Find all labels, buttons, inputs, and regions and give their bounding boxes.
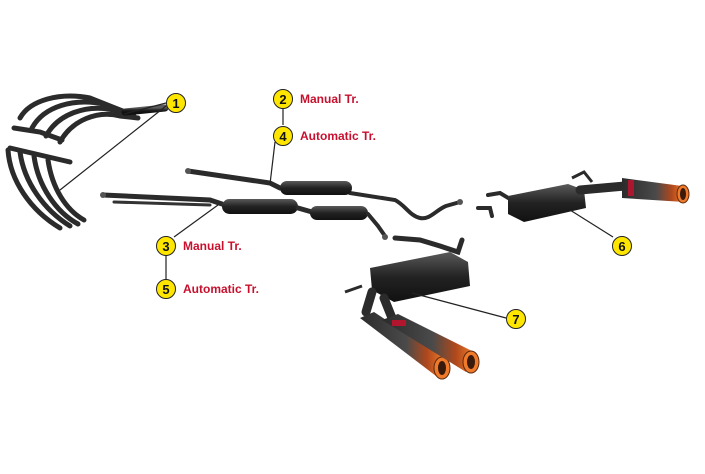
callout-2-badge: 2: [273, 89, 293, 109]
callout-1-leaders: [59, 102, 167, 191]
callout-6: 6: [612, 236, 632, 256]
callout-3: 3 Manual Tr.: [156, 236, 242, 256]
callout-7: 7: [506, 309, 526, 329]
callout-4: 4 Automatic Tr.: [273, 126, 376, 146]
callout-7-badge: 7: [506, 309, 526, 329]
callout-1: 1: [166, 93, 186, 113]
callout-6-leader: [569, 209, 614, 238]
callout-5-badge: 5: [156, 279, 176, 299]
callout-3-badge: 3: [156, 236, 176, 256]
callout-6-badge: 6: [612, 236, 632, 256]
callout-3-label: Manual Tr.: [183, 239, 242, 253]
header-manifolds: [5, 93, 169, 231]
callout-1-badge: 1: [166, 93, 186, 113]
callout-5: 5 Automatic Tr.: [156, 279, 259, 299]
rear-muffler-left-dual-tip: [344, 235, 480, 380]
callout-4-label: Automatic Tr.: [300, 129, 377, 143]
callout-2: 2 Manual Tr.: [273, 89, 359, 109]
callout-5-label: Automatic Tr.: [183, 282, 260, 296]
rear-muffler-right: [476, 170, 690, 222]
callout-4-badge: 4: [273, 126, 293, 146]
callout-7-leader: [411, 292, 507, 319]
callout-2-label: Manual Tr.: [300, 92, 359, 106]
front-pipes-and-mufflers: [100, 168, 463, 240]
